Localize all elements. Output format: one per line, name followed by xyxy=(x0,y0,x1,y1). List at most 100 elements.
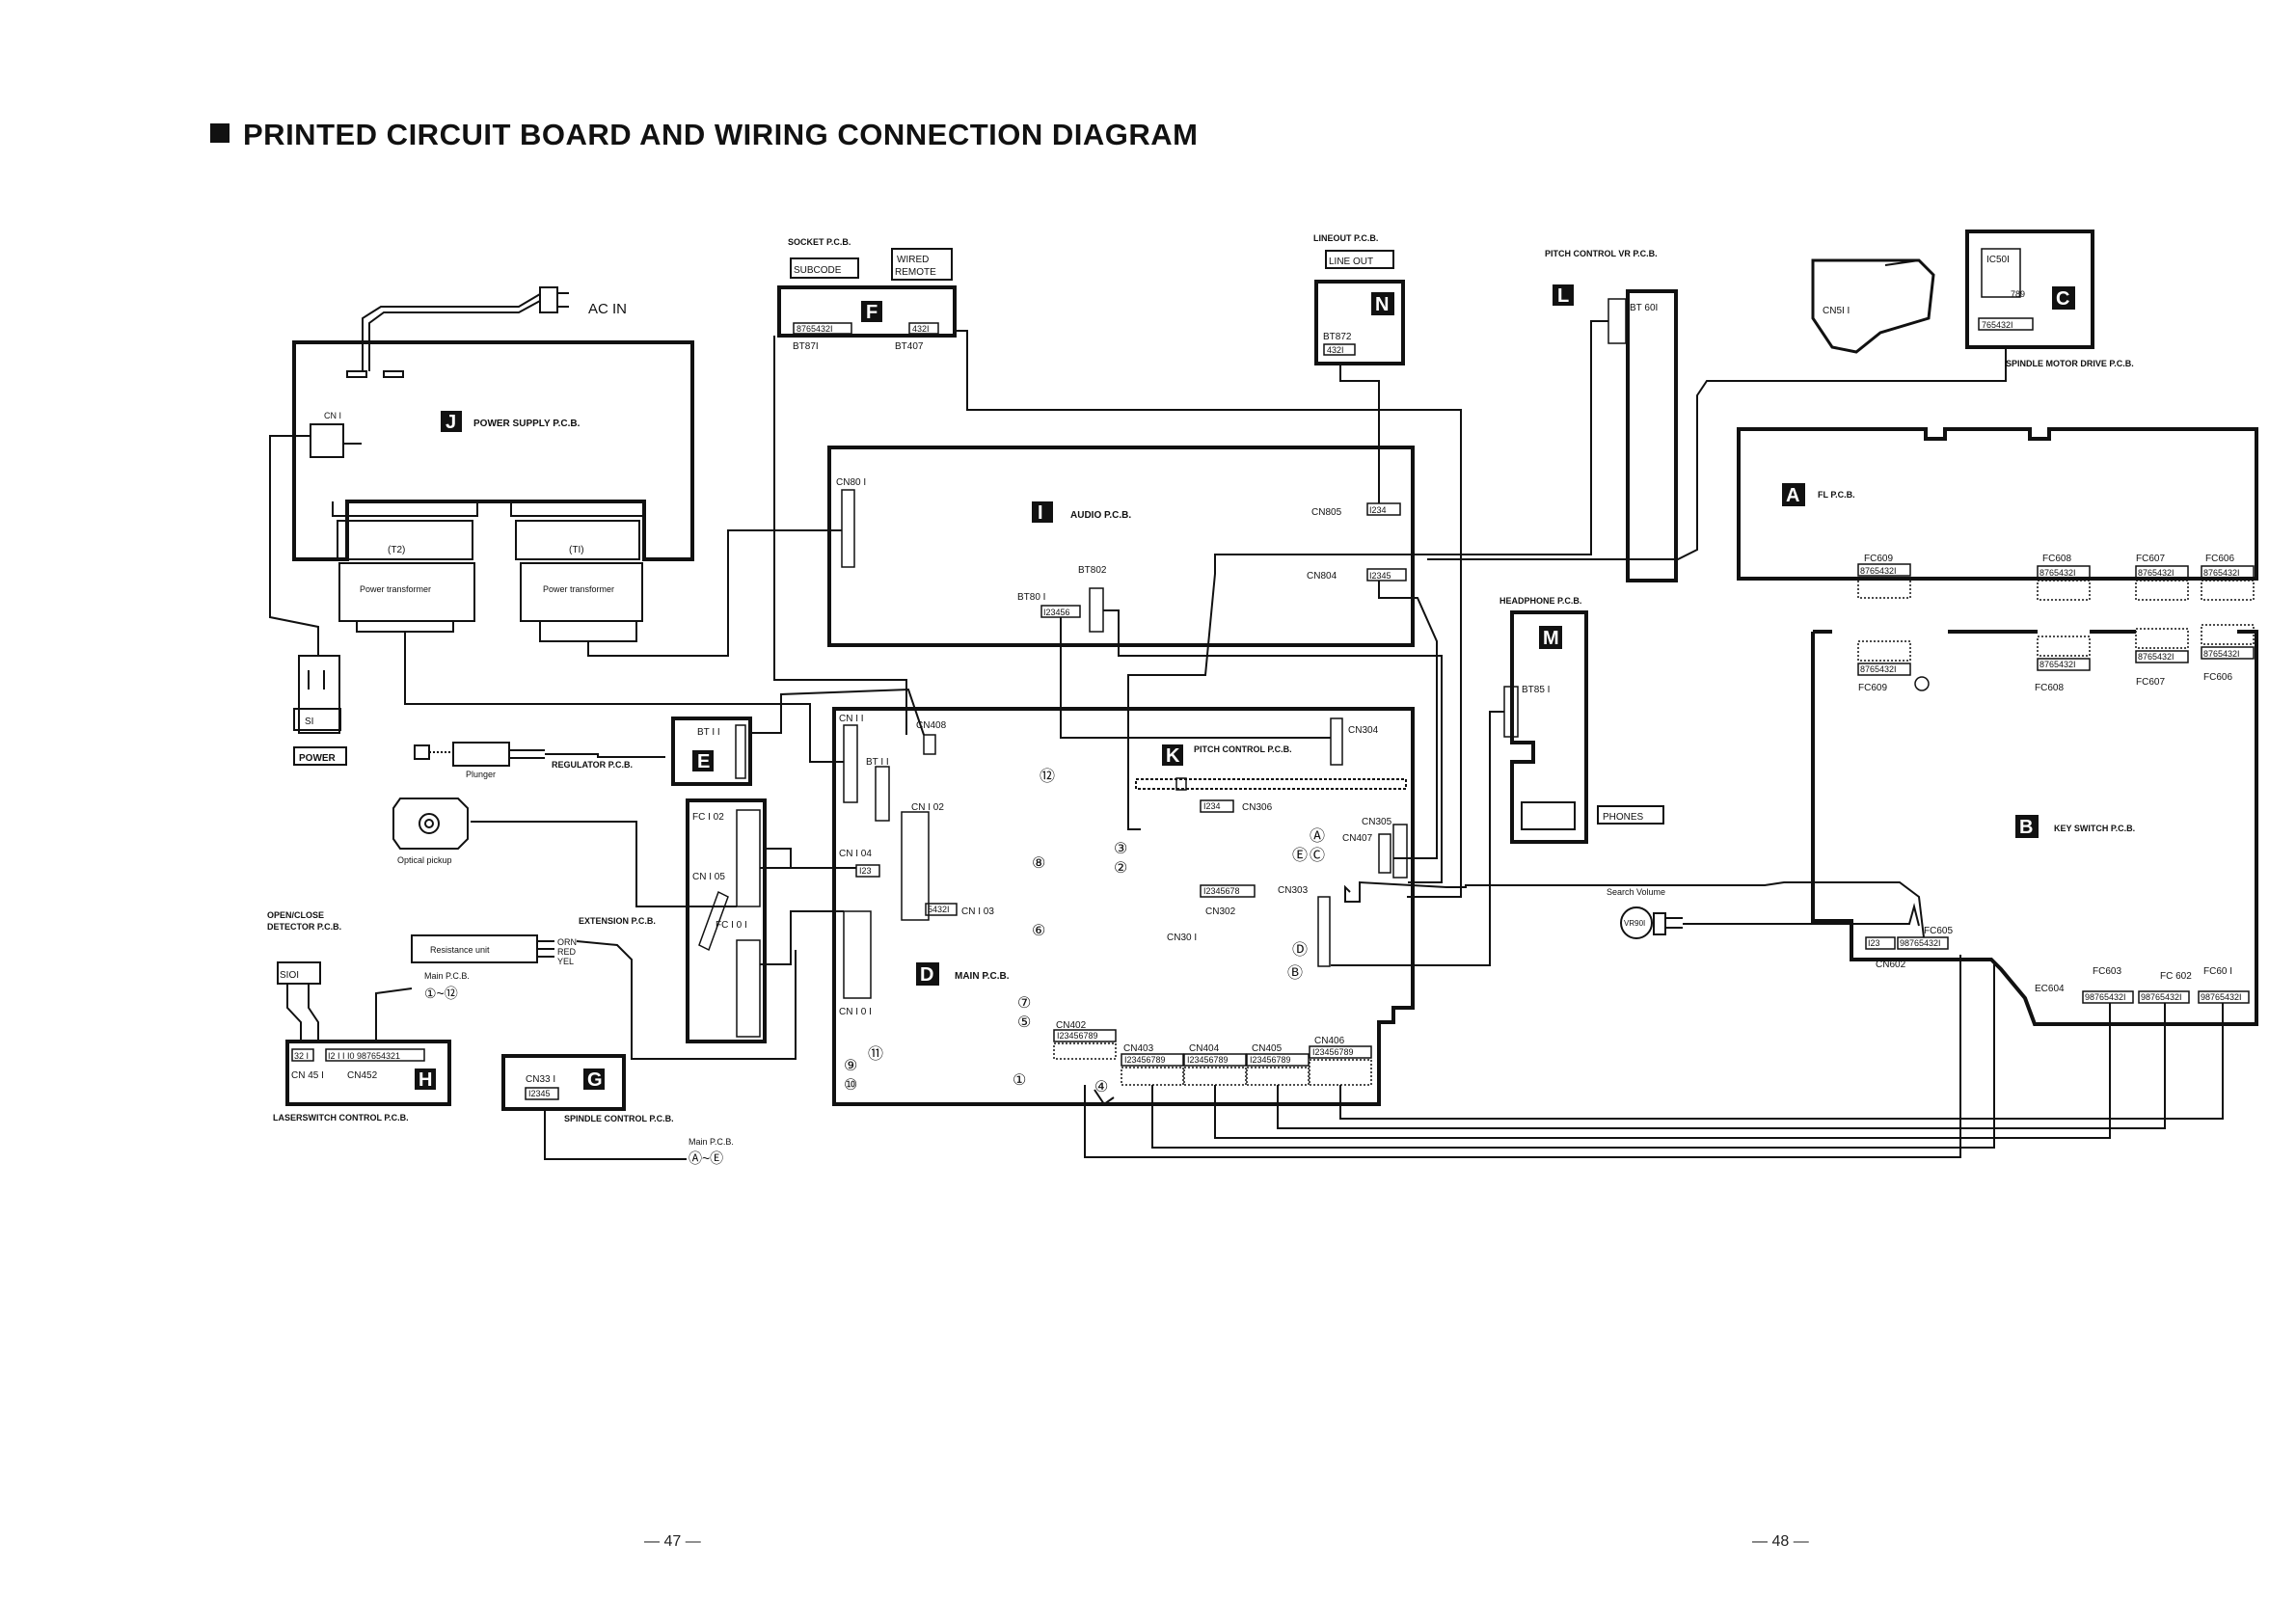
board-j-badge: J xyxy=(441,411,462,433)
board-k-pitch-control xyxy=(1135,778,1407,790)
board-n-lineout xyxy=(1314,250,1405,365)
svg-text:J: J xyxy=(446,412,456,433)
board-g-badge: G xyxy=(583,1068,605,1091)
fc607-top-pins: 8765432I xyxy=(2138,568,2174,578)
board-g-spindle-control xyxy=(501,1054,626,1111)
cn801-label: CN80 I xyxy=(836,477,866,488)
bt851-label: BT85 I xyxy=(1522,685,1550,695)
cn1-label: CN I xyxy=(324,411,341,420)
t2-label: (T2) xyxy=(388,545,405,555)
ic501-label: IC50I xyxy=(1986,255,2010,265)
board-i-badge: I xyxy=(1032,501,1053,524)
fc608-top-label: FC608 xyxy=(2042,554,2071,564)
board-a-fl xyxy=(1737,427,2258,581)
fc602-label: FC 602 xyxy=(2160,971,2192,982)
cn405-pins: I23456789 xyxy=(1250,1055,1291,1065)
board-k-badge: K xyxy=(1162,744,1183,767)
svg-text:F: F xyxy=(866,302,878,323)
cn805-pins: I234 xyxy=(1369,505,1387,515)
mounting-hole-icon xyxy=(1914,676,1930,691)
board-e-regulator xyxy=(671,717,752,786)
cn403-label: CN403 xyxy=(1123,1043,1154,1054)
board-c-name: SPINDLE MOTOR DRIVE P.C.B. xyxy=(2006,359,2134,368)
board-l-badge: L xyxy=(1553,284,1574,307)
fc605-pins: 98765432I xyxy=(1900,938,1941,948)
svg-text:B: B xyxy=(2019,817,2033,838)
board-m-headphone xyxy=(1503,610,1664,844)
board-n-name: LINEOUT P.C.B. xyxy=(1313,233,1378,243)
plunger-label: Plunger xyxy=(466,770,496,779)
cn104-pins: I23 xyxy=(859,866,872,876)
board-n-badge: N xyxy=(1371,292,1394,315)
marker-5: ⑤ xyxy=(1017,1014,1031,1031)
svg-text:I: I xyxy=(1038,502,1043,524)
cn-c-pins: 765432I xyxy=(1982,320,2013,330)
svg-text:L: L xyxy=(1557,285,1569,307)
range-a-e-label: Ⓐ~Ⓔ xyxy=(689,1150,723,1166)
optical-pickup-icon xyxy=(392,798,469,850)
marker-d: Ⓓ xyxy=(1292,941,1308,959)
fc609-top-label: FC609 xyxy=(1864,554,1893,564)
cn105-label: CN I 05 xyxy=(692,872,725,882)
fc606-bottom-pins: 8765432I xyxy=(2203,649,2240,659)
cn306-label: CN306 xyxy=(1242,802,1273,813)
bt872-pins: 432I xyxy=(1327,345,1344,355)
board-e-name: REGULATOR P.C.B. xyxy=(552,760,633,770)
bt11-e-label: BT I I xyxy=(697,727,720,738)
detector-label: DETECTOR P.C.B. xyxy=(267,922,341,932)
main-pcb-ref-1: Main P.C.B. xyxy=(424,971,470,981)
orn-label: ORN xyxy=(557,937,577,947)
board-m-name: HEADPHONE P.C.B. xyxy=(1499,596,1581,606)
marker-c: Ⓒ xyxy=(1310,847,1325,864)
bt11-d-label: BT I I xyxy=(866,757,889,768)
board-i-audio xyxy=(827,446,1415,647)
title-bullet-icon xyxy=(210,123,230,143)
page-number-right: — 48 — xyxy=(1752,1533,1809,1550)
cn-f-right-pins: 432I xyxy=(912,324,930,334)
board-h-laserswitch xyxy=(285,1040,451,1106)
cn305-label: CN305 xyxy=(1362,817,1392,827)
cn804-pins: I2345 xyxy=(1369,571,1391,581)
resistance-unit-label: Resistance unit xyxy=(430,945,490,955)
svg-text:D: D xyxy=(920,964,933,986)
marker-8: ⑧ xyxy=(1032,855,1045,872)
page-title: PRINTED CIRCUIT BOARD AND WIRING CONNECT… xyxy=(210,118,1198,152)
marker-1: ① xyxy=(1013,1072,1026,1089)
svg-text:A: A xyxy=(1786,485,1799,506)
cn304-label: CN304 xyxy=(1348,725,1379,736)
fc608-bottom-pins: 8765432I xyxy=(2039,660,2076,669)
power-transformer-t1-label: Power transformer xyxy=(543,584,614,594)
fc606-bottom-label: FC606 xyxy=(2203,672,2232,683)
board-d-badge: D xyxy=(916,962,939,986)
bt871-label: BT87I xyxy=(793,341,819,352)
wired-label: WIRED xyxy=(897,255,929,265)
cn302-label: CN302 xyxy=(1205,906,1236,917)
fc603-label: FC603 xyxy=(2093,966,2121,977)
cn302-pins: I2345678 xyxy=(1203,886,1240,896)
page-number-left: — 47 — xyxy=(644,1533,701,1550)
cn331-label: CN33 I xyxy=(526,1074,555,1085)
cn406-label: CN406 xyxy=(1314,1036,1345,1046)
remote-label: REMOTE xyxy=(895,267,936,278)
cn306-pins: I234 xyxy=(1203,801,1221,811)
marker-2: ② xyxy=(1114,860,1127,877)
fc608-bottom-label: FC608 xyxy=(2035,683,2064,693)
bt601-label: BT 60I xyxy=(1630,303,1658,313)
svg-text:N: N xyxy=(1375,294,1389,315)
cn452-label: CN452 xyxy=(347,1070,378,1081)
fc602-pins: 98765432I xyxy=(2141,992,2182,1002)
marker-e: Ⓔ xyxy=(1292,847,1308,864)
bt801-pins: I23456 xyxy=(1043,608,1070,617)
marker-4: ④ xyxy=(1094,1079,1108,1096)
cn406-pins: I23456789 xyxy=(1312,1047,1354,1057)
subcode-label: SUBCODE xyxy=(794,265,842,276)
open-close-label: OPEN/CLOSE xyxy=(267,910,324,920)
bt802-label: BT802 xyxy=(1078,565,1107,576)
cn804-label: CN804 xyxy=(1307,571,1337,582)
cn103-pins: 5432I xyxy=(928,905,950,914)
board-b-name: KEY SWITCH P.C.B. xyxy=(2054,824,2135,833)
bt407-label: BT407 xyxy=(895,341,924,352)
cn405-label: CN405 xyxy=(1252,1043,1283,1054)
board-j-name: POWER SUPPLY P.C.B. xyxy=(473,419,581,429)
cn602-label: CN602 xyxy=(1876,960,1906,970)
